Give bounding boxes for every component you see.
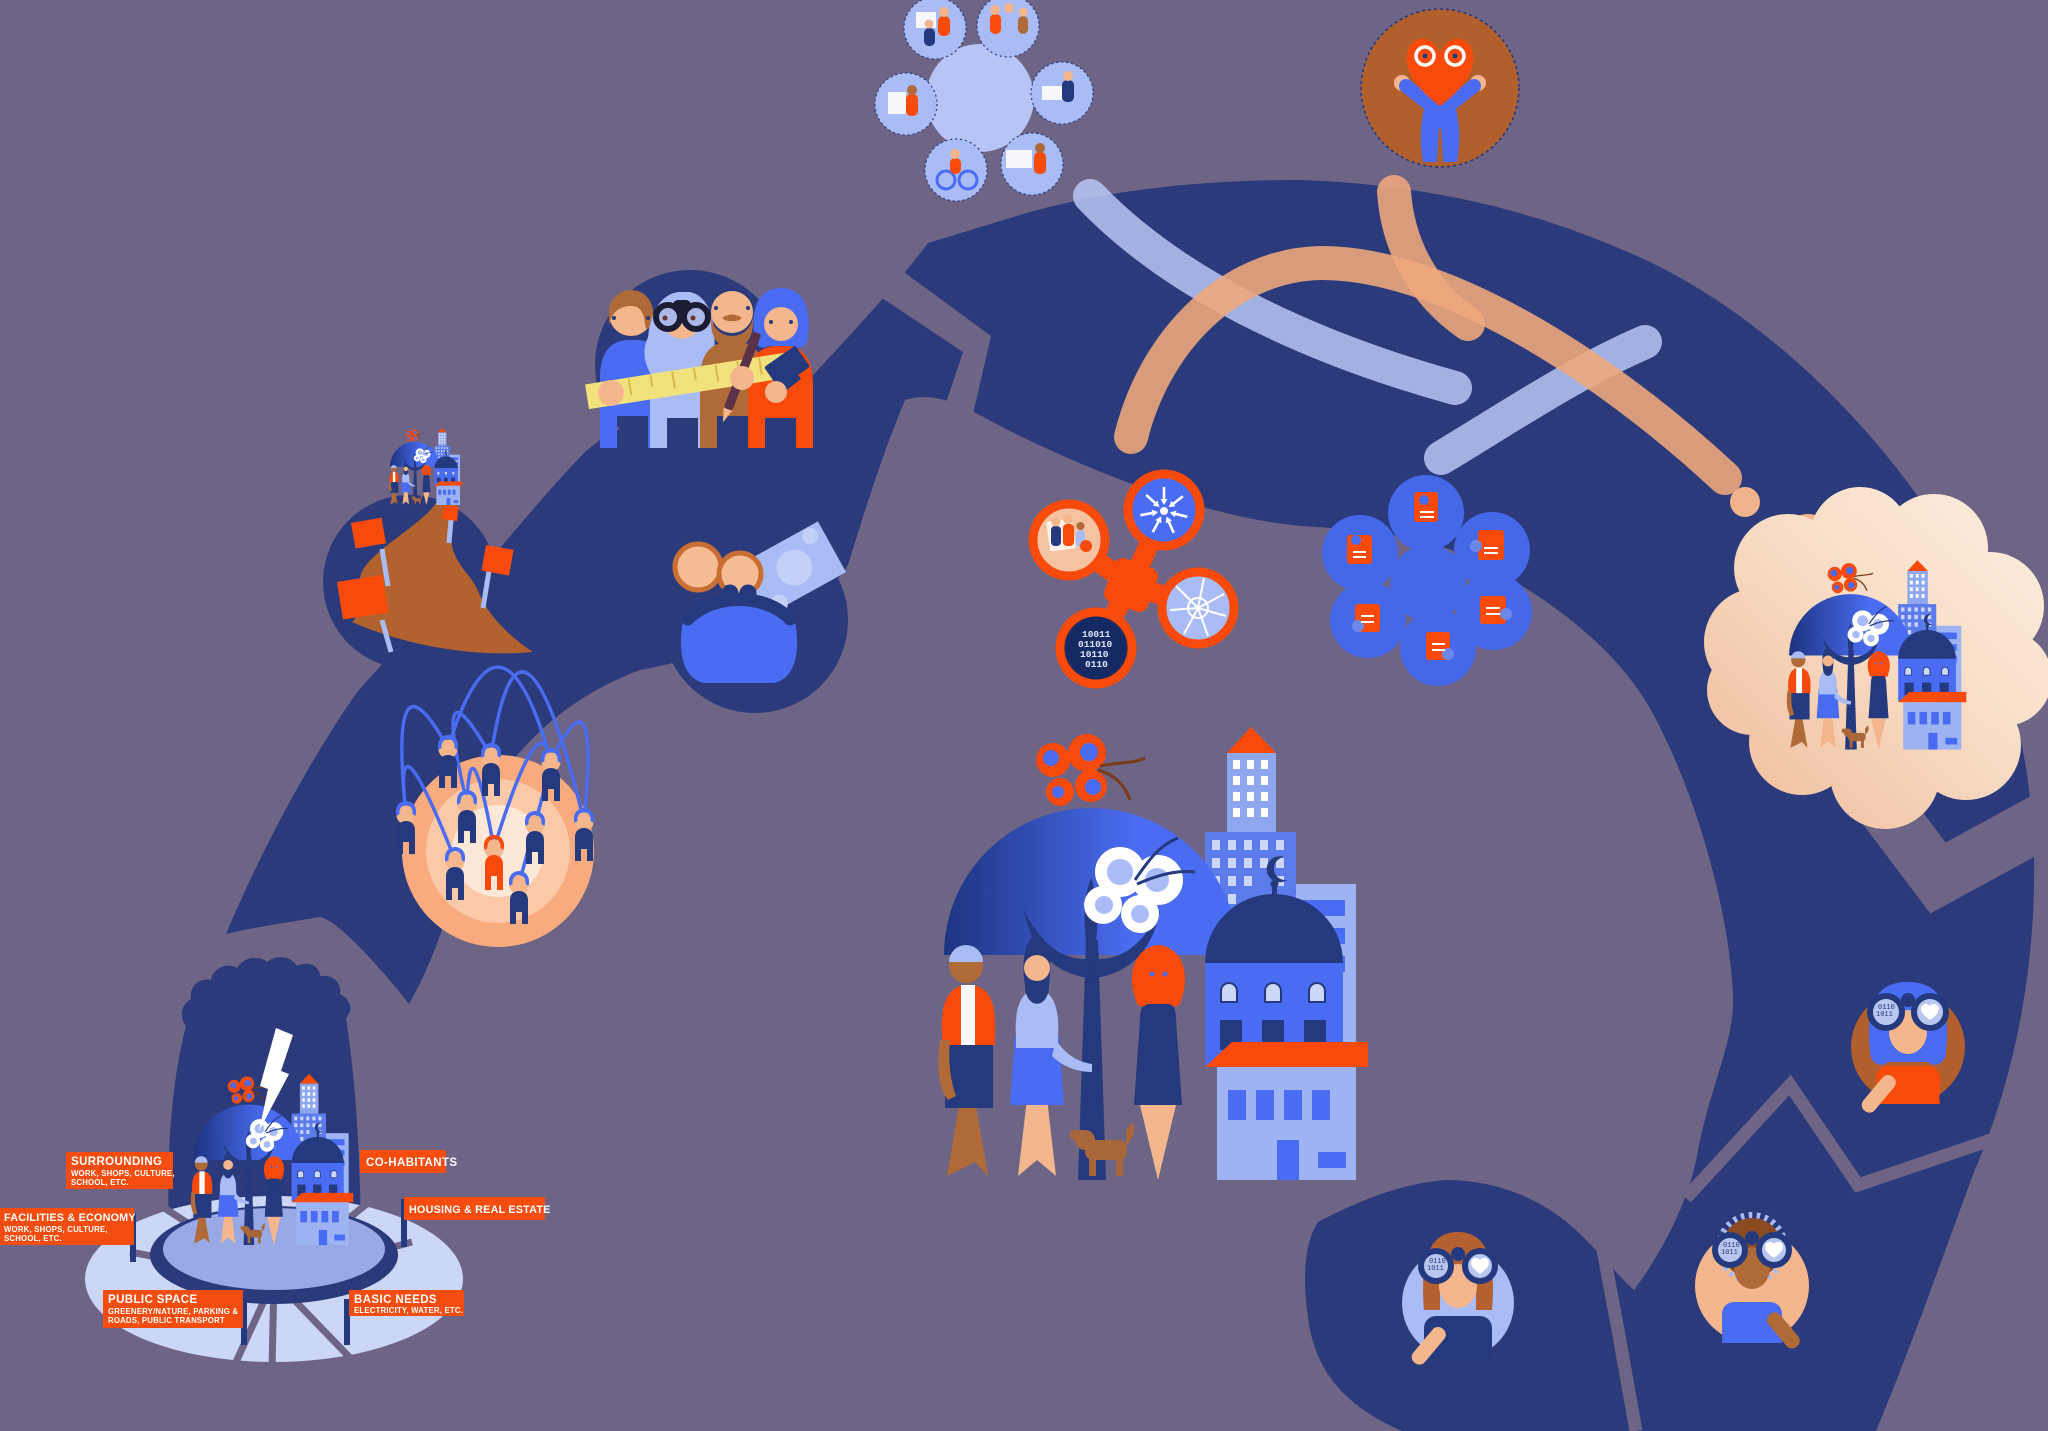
svg-text:011010: 011010 — [1078, 639, 1113, 650]
svg-text:0110: 0110 — [1085, 659, 1108, 670]
svg-text:1011: 1011 — [1427, 1265, 1444, 1273]
svg-text:SURROUNDING: SURROUNDING — [71, 1156, 162, 1168]
svg-text:WORK, SHOPS, CULTURE,: WORK, SHOPS, CULTURE, — [71, 1169, 175, 1178]
svg-text:0110: 0110 — [1723, 1242, 1740, 1250]
svg-text:GREENERY/NATURE, PARKING &: GREENERY/NATURE, PARKING & — [108, 1307, 238, 1316]
svg-text:HOUSING & REAL ESTATE: HOUSING & REAL ESTATE — [409, 1204, 551, 1216]
svg-text:1011: 1011 — [1876, 1011, 1893, 1019]
svg-text:SCHOOL, ETC.: SCHOOL, ETC. — [4, 1234, 62, 1243]
svg-text:CO-HABITANTS: CO-HABITANTS — [366, 1157, 457, 1169]
svg-text:SCHOOL, ETC.: SCHOOL, ETC. — [71, 1178, 129, 1187]
svg-text:1011: 1011 — [1721, 1249, 1738, 1257]
svg-text:10110: 10110 — [1080, 649, 1109, 660]
svg-text:PUBLIC SPACE: PUBLIC SPACE — [108, 1294, 198, 1306]
svg-text:ELECTRICITY, WATER, ETC.: ELECTRICITY, WATER, ETC. — [354, 1306, 463, 1315]
svg-text:ROADS, PUBLIC TRANSPORT: ROADS, PUBLIC TRANSPORT — [108, 1316, 225, 1325]
svg-text:WORK, SHOPS, CULTURE,: WORK, SHOPS, CULTURE, — [4, 1225, 108, 1234]
svg-text:0110: 0110 — [1429, 1258, 1446, 1266]
svg-text:BASIC NEEDS: BASIC NEEDS — [354, 1294, 437, 1306]
svg-text:FACILITIES & ECONOMY: FACILITIES & ECONOMY — [4, 1212, 136, 1224]
svg-text:0110: 0110 — [1878, 1004, 1895, 1012]
svg-text:10011: 10011 — [1082, 629, 1111, 640]
